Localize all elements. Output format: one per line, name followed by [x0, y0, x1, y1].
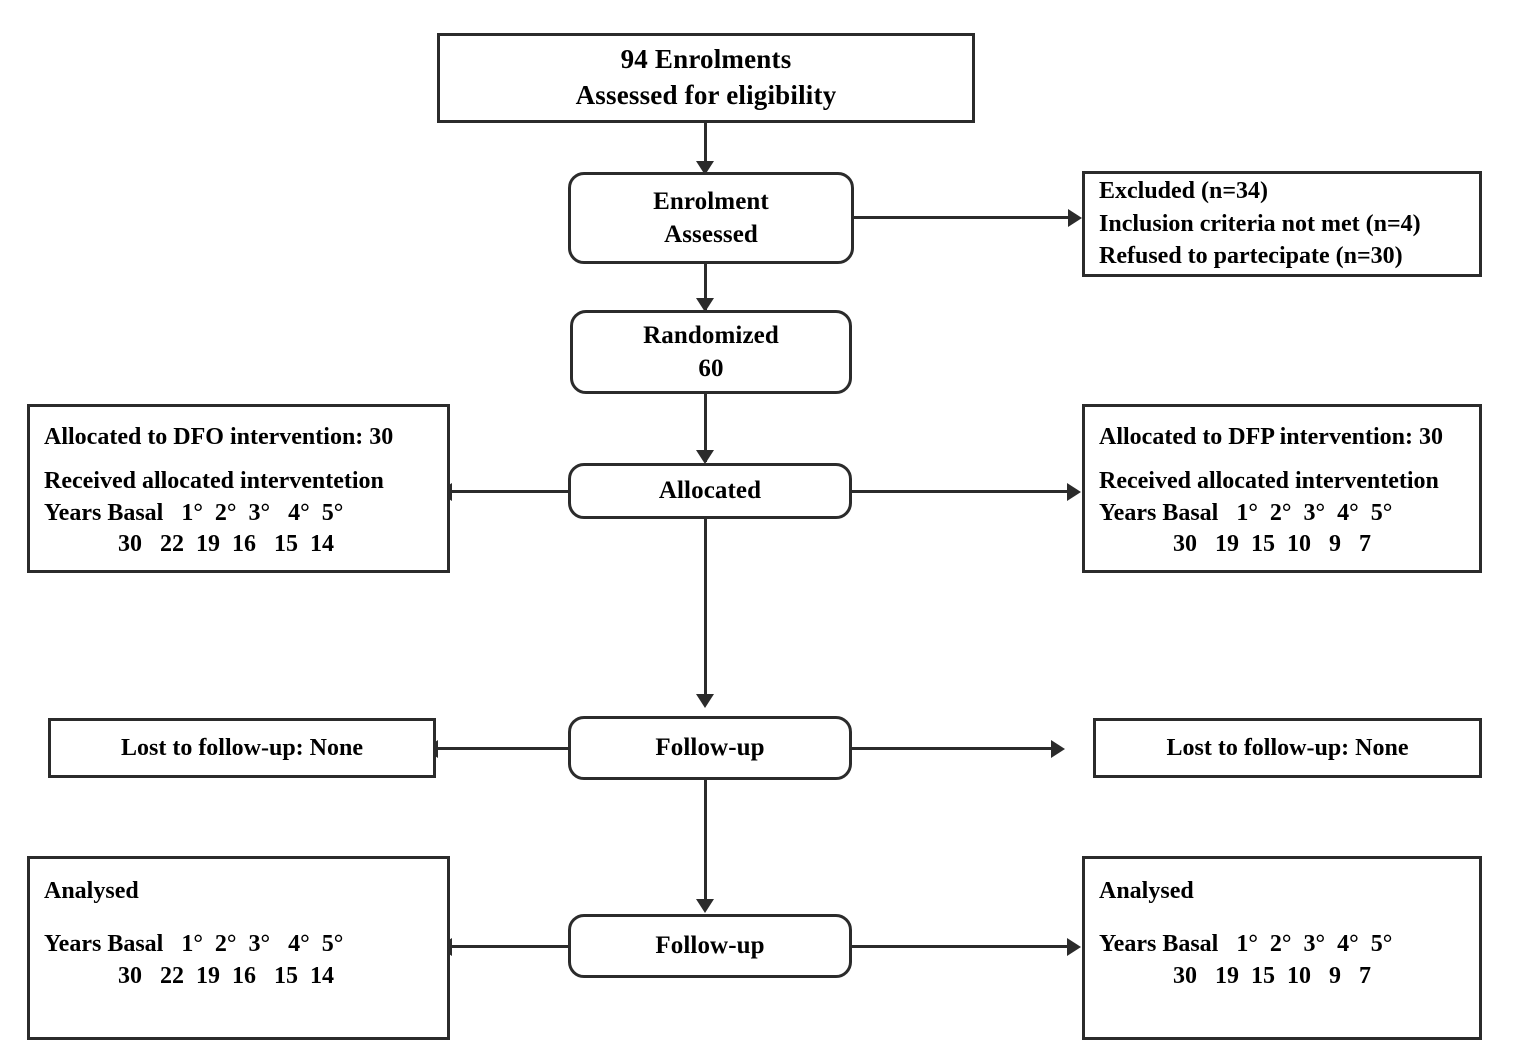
analysed-right-years-header: Years Basal 1° 2° 3° 4° 5° [1099, 931, 1393, 958]
followup-mid-box: Follow-up [568, 716, 852, 780]
lost-right-box: Lost to follow-up: None [1093, 718, 1482, 778]
analysed-right-title: Analysed [1099, 878, 1194, 904]
connector-allocated-to-followup [704, 519, 707, 704]
arrow-followup-bottom-to-analysed-right-icon [1067, 938, 1081, 956]
connector-followup-to-followup-bottom [704, 780, 707, 910]
excluded-line1: Excluded (n=34) [1099, 178, 1269, 205]
allocated-label: Allocated [658, 477, 762, 505]
randomized-line2: 60 [698, 355, 724, 382]
arrow-randomized-to-allocated-icon [696, 450, 714, 464]
arrow-enrolment-to-excluded-icon [1068, 209, 1082, 227]
connector-followup-to-lost-right [852, 747, 1052, 750]
enrolment-assessed-box: Enrolment Assessed [568, 172, 854, 264]
connector-followup-bottom-to-analysed-left [452, 945, 570, 948]
connector-top-to-enrolment [704, 123, 707, 171]
followup-mid-label: Follow-up [655, 734, 765, 762]
connector-followup-bottom-to-analysed-right [852, 945, 1068, 948]
lost-right-label: Lost to follow-up: None [1166, 734, 1409, 761]
randomized-box: Randomized 60 [570, 310, 852, 394]
lost-left-label: Lost to follow-up: None [120, 734, 363, 761]
allocation-right-years-header: Years Basal 1° 2° 3° 4° 5° [1099, 499, 1393, 526]
allocation-left-received: Received allocated interventetion [44, 468, 384, 495]
allocation-left-spacer [44, 453, 433, 465]
connector-enrolment-to-excluded [854, 216, 1069, 219]
lost-left-box: Lost to follow-up: None [48, 718, 436, 778]
enrolment-top-line1: 94 Enrolments [620, 44, 792, 75]
enrolment-assessed-line1: Enrolment [653, 187, 769, 215]
arrow-allocated-to-right-icon [1067, 483, 1081, 501]
connector-randomized-to-allocated [704, 394, 707, 462]
followup-bottom-box: Follow-up [568, 914, 852, 978]
analysed-left-years-header: Years Basal 1° 2° 3° 4° 5° [44, 931, 344, 958]
connector-allocated-to-left [452, 490, 570, 493]
allocation-left-years-values: 30 22 19 16 15 14 [118, 530, 334, 557]
excluded-box: Excluded (n=34) Inclusion criteria not m… [1082, 171, 1482, 277]
arrow-followup-to-followup-bottom-icon [696, 899, 714, 913]
excluded-line2: Inclusion criteria not met (n=4) [1099, 210, 1421, 237]
allocation-left-title: Allocated to DFO intervention: 30 [44, 424, 394, 450]
enrolment-top-line2: Assessed for eligibility [575, 80, 837, 110]
connector-allocated-to-right [852, 490, 1068, 493]
analysed-left-box: Analysed Years Basal 1° 2° 3° 4° 5° 30 2… [27, 856, 450, 1040]
arrow-top-to-enrolment-icon [696, 161, 714, 175]
arrow-allocated-to-followup-icon [696, 694, 714, 708]
followup-bottom-label: Follow-up [655, 932, 765, 960]
allocation-right-received: Received allocated interventetion [1099, 468, 1439, 495]
analysed-right-spacer [1099, 907, 1465, 929]
allocation-right-title: Allocated to DFP intervention: 30 [1099, 424, 1443, 450]
analysed-left-spacer [44, 907, 433, 929]
allocation-right-box: Allocated to DFP intervention: 30 Receiv… [1082, 404, 1482, 573]
excluded-line3: Refused to partecipate (n=30) [1099, 243, 1403, 270]
enrolment-top-box: 94 Enrolments Assessed for eligibility [437, 33, 975, 123]
arrow-enrolment-to-randomized-icon [696, 298, 714, 312]
connector-enrolment-to-randomized [704, 264, 707, 310]
arrow-followup-to-lost-right-icon [1051, 740, 1065, 758]
enrolment-assessed-line2: Assessed [664, 221, 758, 248]
allocation-left-years-header: Years Basal 1° 2° 3° 4° 5° [44, 499, 344, 526]
randomized-line1: Randomized [643, 321, 779, 349]
connector-followup-to-lost-left [438, 747, 570, 750]
allocation-right-spacer [1099, 453, 1465, 465]
allocated-box: Allocated [568, 463, 852, 519]
analysed-left-years-values: 30 22 19 16 15 14 [118, 962, 334, 989]
analysed-right-box: Analysed Years Basal 1° 2° 3° 4° 5° 30 1… [1082, 856, 1482, 1040]
analysed-right-years-values: 30 19 15 10 9 7 [1173, 962, 1371, 989]
analysed-left-title: Analysed [44, 878, 139, 904]
allocation-right-years-values: 30 19 15 10 9 7 [1173, 530, 1371, 557]
allocation-left-box: Allocated to DFO intervention: 30 Receiv… [27, 404, 450, 573]
